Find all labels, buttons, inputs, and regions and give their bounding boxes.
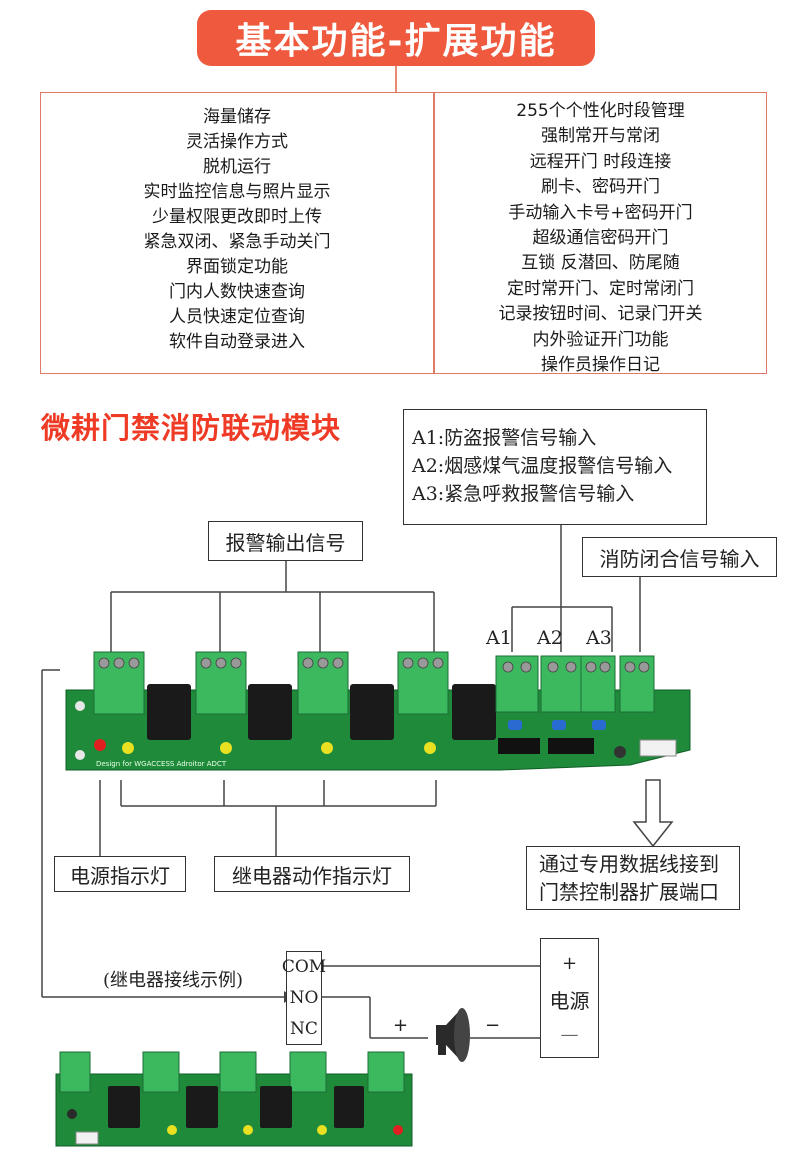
psu-plus: + bbox=[561, 953, 578, 974]
horn-minus-label: − bbox=[485, 1015, 501, 1036]
psu-label: 电源 bbox=[549, 988, 590, 1013]
basic-feature-item: 门内人数快速查询 bbox=[169, 282, 305, 302]
data-cable-label: 通过专用数据线接到 门禁控制器扩展端口 bbox=[526, 846, 740, 910]
terminal-no: NO bbox=[289, 987, 319, 1008]
basic-feature-item: 海量储存 bbox=[203, 107, 271, 127]
board-silk-text: Design for WGACCESS Adroitor ADCT bbox=[96, 760, 227, 768]
alarm-input-item: A3:紧急呼救报警信号输入 bbox=[412, 483, 635, 505]
basic-feature-item: 软件自动登录进入 bbox=[169, 332, 305, 352]
data-cable-line: 门禁控制器扩展端口 bbox=[539, 880, 719, 904]
relay-terminal-box: COM NO NC bbox=[282, 951, 326, 1045]
extended-feature-list: 255个个性化时段管理 强制常开与常闭 远程开门 时段连接 刷卡、密码开门 手动… bbox=[435, 99, 766, 378]
terminal-nc: NC bbox=[290, 1018, 318, 1039]
port-label-a1: A1 bbox=[486, 627, 512, 649]
extended-feature-item: 手动输入卡号+密码开门 bbox=[508, 202, 693, 223]
down-arrow-icon bbox=[632, 779, 674, 848]
connector-lines bbox=[41, 525, 641, 1039]
header-title: 基本功能-扩展功能 bbox=[197, 10, 595, 66]
header-connector bbox=[395, 66, 397, 92]
basic-feature-item: 灵活操作方式 bbox=[186, 132, 288, 152]
extended-feature-item: 强制常开与常闭 bbox=[541, 126, 660, 147]
extended-feature-item: 内外验证开门功能 bbox=[532, 329, 669, 350]
data-cable-line: 通过专用数据线接到 bbox=[539, 852, 719, 876]
extended-feature-item: 操作员操作日记 bbox=[541, 355, 660, 376]
extended-feature-item: 刷卡、密码开门 bbox=[541, 177, 660, 198]
basic-feature-item: 脱机运行 bbox=[203, 157, 271, 177]
feature-table: 海量储存 灵活操作方式 脱机运行 实时监控信息与照片显示 少量权限更改即时上传 … bbox=[40, 92, 767, 375]
alarm-output-label: 报警输出信号 bbox=[208, 521, 363, 561]
extended-feature-item: 记录按钮时间、记录门开关 bbox=[498, 304, 703, 325]
secondary-pcb-board bbox=[55, 1051, 413, 1147]
extended-feature-item: 定时常开门、定时常闭门 bbox=[507, 278, 694, 299]
power-supply-box: + 电源 — bbox=[540, 938, 599, 1058]
basic-feature-item: 界面锁定功能 bbox=[186, 257, 288, 277]
basic-feature-item: 人员快速定位查询 bbox=[169, 307, 305, 327]
relay-led-label: 继电器动作指示灯 bbox=[214, 856, 410, 892]
horn-plus-label: + bbox=[393, 1015, 409, 1036]
extended-feature-item: 远程开门 时段连接 bbox=[529, 151, 672, 172]
alarm-input-box: A1:防盗报警信号输入 A2:烟感煤气温度报警信号输入 A3:紧急呼救报警信号输… bbox=[403, 409, 707, 525]
alarm-input-item: A1:防盗报警信号输入 bbox=[412, 427, 597, 449]
basic-feature-item: 紧急双闭、紧急手动关门 bbox=[143, 232, 331, 252]
fire-input-label: 消防闭合信号输入 bbox=[582, 537, 777, 577]
diagram-title: 微耕门禁消防联动模块 bbox=[41, 411, 342, 445]
psu-minus: — bbox=[560, 1024, 579, 1045]
basic-feature-list: 海量储存 灵活操作方式 脱机运行 实时监控信息与照片显示 少量权限更改即时上传 … bbox=[41, 105, 433, 355]
port-label-a2: A2 bbox=[537, 627, 563, 649]
basic-feature-item: 实时监控信息与照片显示 bbox=[143, 182, 331, 202]
extended-feature-item: 超级通信密码开门 bbox=[532, 228, 669, 249]
extended-feature-item: 255个个性化时段管理 bbox=[516, 101, 685, 121]
feature-table-divider bbox=[433, 93, 435, 373]
terminal-com: COM bbox=[281, 957, 327, 978]
port-label-a3: A3 bbox=[586, 627, 612, 649]
basic-feature-item: 少量权限更改即时上传 bbox=[152, 207, 322, 227]
power-led-label: 电源指示灯 bbox=[54, 856, 186, 892]
extended-feature-item: 互锁 反潜回、防尾随 bbox=[521, 253, 680, 274]
horn-icon bbox=[436, 1008, 470, 1062]
alarm-input-item: A2:烟感煤气温度报警信号输入 bbox=[412, 455, 673, 477]
relay-example-label: (继电器接线示例) bbox=[103, 970, 244, 991]
main-pcb-board bbox=[65, 651, 691, 771]
